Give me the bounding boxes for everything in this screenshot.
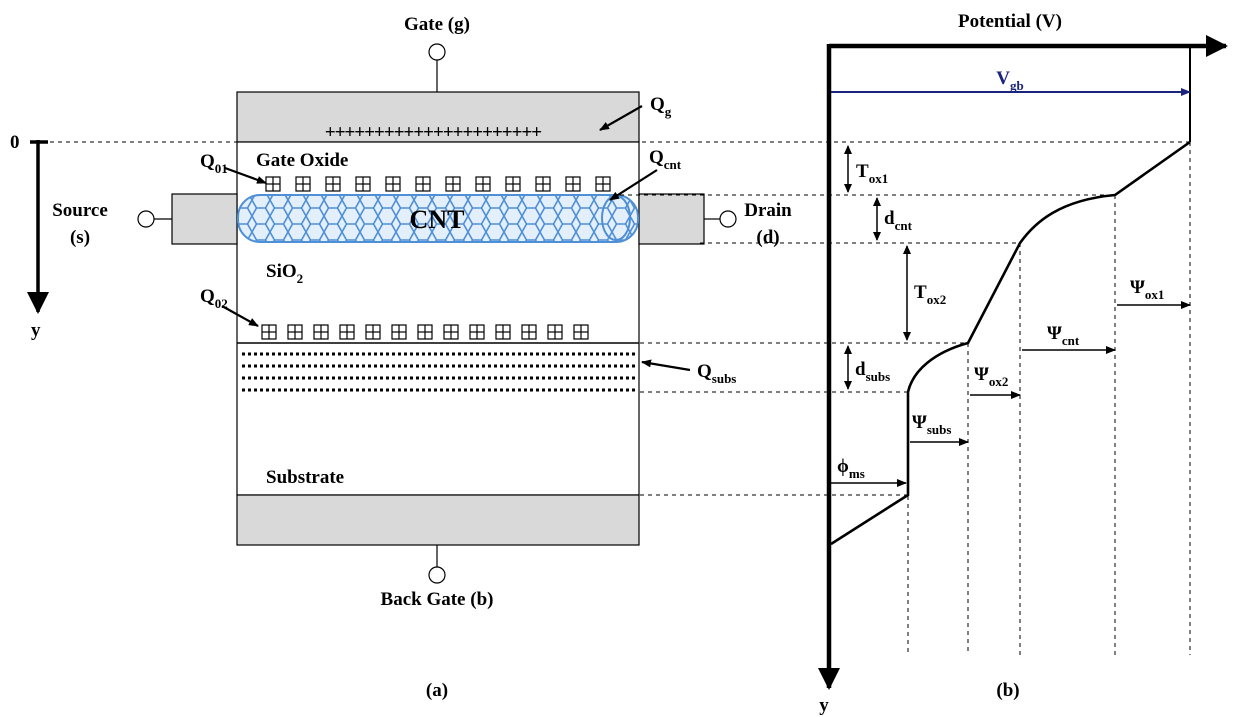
drain-label: Drain [744, 200, 792, 221]
drain-terminal-icon [719, 210, 737, 228]
q01-charge-symbol [565, 176, 581, 192]
q02-charge-symbol [469, 324, 485, 340]
q02-charge-symbol [261, 324, 277, 340]
potential-axis-title: Potential (V) [958, 11, 1062, 32]
q01-charge-symbol [295, 176, 311, 192]
source-contact [171, 193, 238, 245]
guide-lines [50, 141, 1191, 655]
potential-profile-curve [830, 140, 1191, 546]
q01-charge-symbol [445, 176, 461, 192]
q01-interface-charges [265, 176, 611, 192]
q01-charge-symbol [355, 176, 371, 192]
cnt-label: CNT [410, 205, 465, 234]
qcnt-label: Qcnt [649, 147, 682, 172]
carbon-nanotube: CNT [237, 194, 639, 243]
drain-contact [638, 193, 705, 245]
panel-b-y-label: y [819, 695, 829, 716]
q01-charge-symbol [385, 176, 401, 192]
caption-b: (b) [996, 680, 1019, 701]
caption-a: (a) [426, 680, 448, 701]
qsubs-arrow [641, 359, 691, 372]
dcnt-label: dcnt [884, 208, 913, 233]
gate-oxide-label: Gate Oxide [256, 150, 348, 171]
drain-sub-label: (d) [756, 227, 779, 248]
back-gate-terminal-icon [428, 566, 446, 584]
source-label: Source [52, 200, 108, 221]
gate-terminal-label: Gate (g) [404, 14, 470, 35]
q02-charge-symbol [365, 324, 381, 340]
panel-b: Potential (V) y Vgb Tox1 dcnt Tox2 dsubs… [818, 11, 1228, 716]
q02-charge-symbol [495, 324, 511, 340]
gate-electrode [236, 91, 640, 143]
q01-charge-symbol [505, 176, 521, 192]
q02-charge-symbol [443, 324, 459, 340]
q01-charge-symbol [325, 176, 341, 192]
q01-label: Q01 [200, 151, 228, 176]
back-gate-terminal-label: Back Gate (b) [381, 589, 494, 610]
tox1-label: Tox1 [856, 161, 888, 186]
q01-charge-symbol [475, 176, 491, 192]
gate-charge-row: ++++++++++++++++++++++ [325, 122, 541, 143]
origin-label: 0 [10, 132, 20, 153]
q02-charge-symbol [521, 324, 537, 340]
q01-charge-symbol [535, 176, 551, 192]
q01-charge-symbol [595, 176, 611, 192]
qsubs-label: Qsubs [697, 361, 736, 386]
panel-a-y-label: y [31, 320, 41, 341]
q02-charge-symbol [573, 324, 589, 340]
q02-charge-symbol [287, 324, 303, 340]
psi-cnt-label: Ψcnt [1047, 323, 1080, 348]
q02-charge-symbol [547, 324, 563, 340]
source-terminal-icon [137, 210, 155, 228]
qg-label: Qg [650, 94, 672, 119]
psi-ox1-label: Ψox1 [1130, 277, 1164, 302]
source-sub-label: (s) [70, 227, 90, 248]
vgb-label: Vgb [996, 68, 1023, 93]
q02-charge-symbol [417, 324, 433, 340]
psi-subs-label: Ψsubs [912, 412, 951, 437]
tox2-label: Tox2 [914, 282, 946, 307]
q02-charge-symbol [391, 324, 407, 340]
qcnt-arrow [609, 169, 658, 201]
psi-ox2-label: Ψox2 [974, 364, 1008, 389]
panel-a: CNT Gate (g) Back Gate (b) Source (s) Dr… [10, 14, 792, 701]
q01-arrow [224, 166, 267, 185]
q01-charge-symbol [415, 176, 431, 192]
q02-charge-symbol [313, 324, 329, 340]
substrate-label: Substrate [266, 467, 344, 488]
q02-charge-symbol [339, 324, 355, 340]
gate-terminal-icon [428, 43, 446, 61]
qg-arrow [599, 105, 643, 131]
phi-ms-label: ϕms [837, 456, 865, 481]
sio2-label: SiO2 [266, 261, 303, 286]
q01-charge-symbol [265, 176, 281, 192]
dsubs-label: dsubs [855, 359, 890, 384]
q02-interface-charges [261, 324, 589, 340]
q02-arrow [221, 305, 259, 327]
back-gate-electrode [236, 494, 640, 546]
